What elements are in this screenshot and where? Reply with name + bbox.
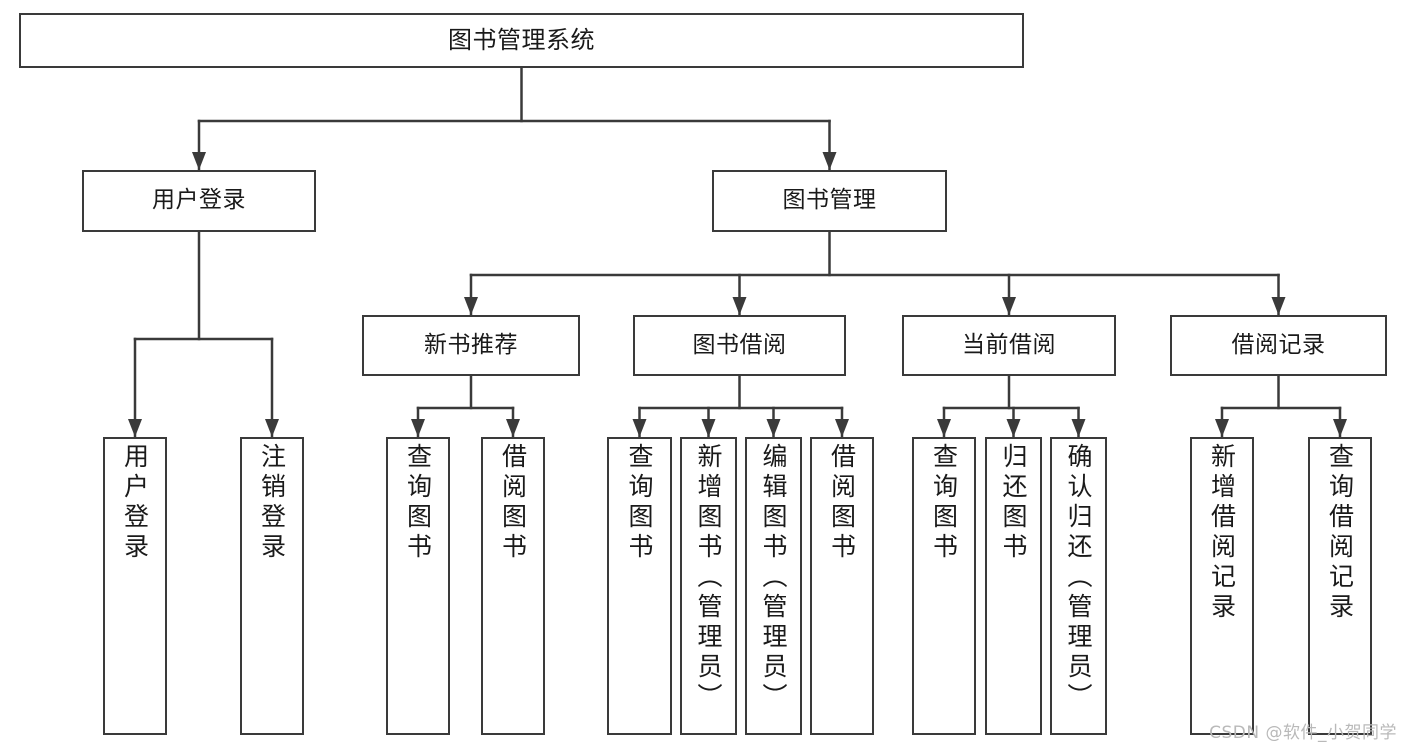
- arrowhead: [632, 419, 647, 437]
- node-logout[interactable]: 注销登录: [240, 437, 304, 735]
- arrowhead: [1002, 297, 1016, 315]
- node-label: 注销登录: [257, 443, 287, 563]
- arrowhead: [411, 419, 425, 437]
- node-userlogin[interactable]: 用户登录: [103, 437, 167, 735]
- node-label: 查询借阅记录: [1325, 443, 1355, 623]
- node-root[interactable]: 图书管理系统: [19, 13, 1024, 68]
- node-label: 查询图书: [929, 443, 959, 563]
- arrowhead: [1333, 419, 1347, 437]
- node-borrow[interactable]: 图书借阅: [633, 315, 846, 376]
- node-label: 确认归还（管理员）: [1064, 443, 1093, 713]
- node-label: 图书管理系统: [448, 26, 595, 55]
- node-label: 图书借阅: [692, 331, 787, 358]
- node-label: 用户登录: [120, 443, 150, 563]
- node-label: 图书管理: [782, 187, 877, 214]
- arrowhead: [822, 152, 837, 170]
- arrowhead: [506, 419, 520, 437]
- node-bo-query[interactable]: 查询图书: [607, 437, 672, 735]
- node-newbooks[interactable]: 新书推荐: [362, 315, 580, 376]
- node-label: 新增图书（管理员）: [694, 443, 723, 713]
- node-cu-query[interactable]: 查询图书: [912, 437, 976, 735]
- node-current[interactable]: 当前借阅: [902, 315, 1116, 376]
- node-label: 用户登录: [152, 187, 246, 214]
- arrowhead: [265, 419, 279, 437]
- node-re-add[interactable]: 新增借阅记录: [1190, 437, 1254, 735]
- node-label: 借阅图书: [498, 443, 528, 563]
- watermark: CSDN @软件_小贺同学: [1209, 723, 1397, 743]
- node-label: 当前借阅: [962, 331, 1056, 358]
- arrowhead: [1271, 297, 1286, 315]
- arrowhead: [766, 419, 781, 437]
- arrowhead: [1071, 419, 1086, 437]
- node-label: 借阅图书: [827, 443, 857, 563]
- node-label: 查询图书: [403, 443, 433, 563]
- node-cu-confirm[interactable]: 确认归还（管理员）: [1050, 437, 1107, 735]
- node-bo-edit[interactable]: 编辑图书（管理员）: [745, 437, 802, 735]
- node-label: 借阅记录: [1231, 331, 1326, 358]
- node-nb-borrow[interactable]: 借阅图书: [481, 437, 545, 735]
- node-cu-return[interactable]: 归还图书: [985, 437, 1042, 735]
- node-label: 新增借阅记录: [1207, 443, 1237, 623]
- arrowhead: [835, 419, 849, 437]
- node-label: 编辑图书（管理员）: [759, 443, 788, 713]
- node-nb-query[interactable]: 查询图书: [386, 437, 450, 735]
- arrowhead: [1215, 419, 1229, 437]
- node-bo-add[interactable]: 新增图书（管理员）: [680, 437, 737, 735]
- arrowhead: [732, 297, 747, 315]
- arrowhead: [192, 152, 206, 170]
- node-re-query[interactable]: 查询借阅记录: [1308, 437, 1372, 735]
- arrowhead: [128, 419, 142, 437]
- arrowhead: [937, 419, 951, 437]
- arrowhead: [464, 297, 478, 315]
- node-login[interactable]: 用户登录: [82, 170, 316, 232]
- node-bookmgmt[interactable]: 图书管理: [712, 170, 947, 232]
- node-records[interactable]: 借阅记录: [1170, 315, 1387, 376]
- node-label: 归还图书: [999, 443, 1028, 563]
- arrowhead: [701, 419, 716, 437]
- node-bo-borrow[interactable]: 借阅图书: [810, 437, 874, 735]
- arrowhead: [1006, 419, 1021, 437]
- node-label: 查询图书: [625, 443, 654, 563]
- node-label: 新书推荐: [424, 331, 518, 358]
